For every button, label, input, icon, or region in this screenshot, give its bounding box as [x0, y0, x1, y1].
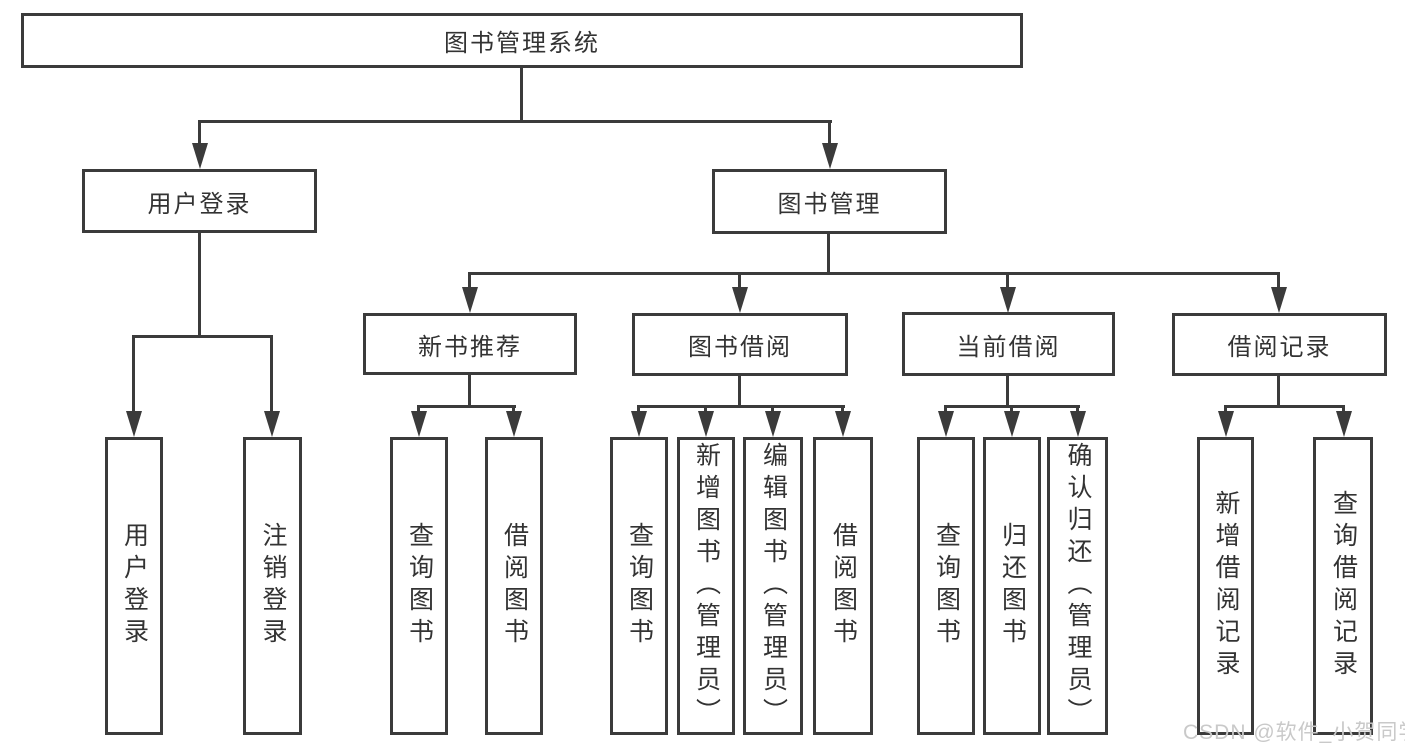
leaf-borrow-books: 借阅图书 [485, 437, 543, 735]
arrow-down-icon [411, 411, 427, 437]
leaf-label: 归还图书 [998, 522, 1027, 650]
leaf-label: 编辑图书（管理员） [759, 442, 788, 730]
connector-vline [828, 120, 831, 146]
connector-vline [198, 120, 201, 146]
leaf-label: 查询图书 [625, 522, 654, 650]
connector-vline [827, 234, 830, 272]
arrow-down-icon [1218, 411, 1234, 437]
node-new-book-recommend: 新书推荐 [363, 313, 577, 375]
leaf-label: 借阅图书 [829, 522, 858, 650]
arrow-down-icon [835, 411, 851, 437]
connector-hline [637, 405, 845, 408]
arrow-down-icon [506, 411, 522, 437]
arrow-down-icon [1070, 411, 1086, 437]
connector-vline [1076, 405, 1079, 415]
leaf-borrow-books-2: 借阅图书 [813, 437, 873, 735]
arrow-down-icon [822, 143, 838, 169]
arrow-down-icon [732, 287, 748, 313]
connector-vline [704, 405, 707, 415]
node-root: 图书管理系统 [21, 13, 1023, 68]
arrow-down-icon [264, 411, 280, 437]
leaf-label: 查询图书 [405, 522, 434, 650]
leaf-label: 新增借阅记录 [1212, 490, 1240, 682]
leaf-label: 注销登录 [259, 522, 287, 650]
leaf-logout: 注销登录 [243, 437, 302, 735]
node-book-management: 图书管理 [712, 169, 947, 234]
connector-vline [468, 375, 471, 405]
leaf-query-borrow-record: 查询借阅记录 [1313, 437, 1373, 735]
arrow-down-icon [1000, 287, 1016, 313]
connector-vline [1342, 405, 1345, 415]
node-borrow-records: 借阅记录 [1172, 313, 1387, 376]
arrow-down-icon [1336, 411, 1352, 437]
connector-vline [841, 405, 844, 415]
node-current-borrow: 当前借阅 [902, 312, 1115, 376]
arrow-down-icon [1271, 287, 1287, 313]
leaf-label: 新增图书（管理员） [692, 442, 721, 730]
leaf-label: 查询借阅记录 [1329, 490, 1358, 682]
leaf-query-books: 查询图书 [390, 437, 448, 735]
connector-vline [771, 405, 774, 415]
arrow-down-icon [631, 411, 647, 437]
leaf-label: 确认归还（管理员） [1064, 442, 1092, 730]
connector-hline [417, 405, 516, 408]
connector-vline [944, 405, 947, 415]
connector-vline [198, 233, 201, 335]
leaf-confirm-return-admin: 确认归还（管理员） [1047, 437, 1108, 735]
connector-vline [1277, 272, 1280, 290]
node-user-login: 用户登录 [82, 169, 317, 233]
arrow-down-icon [192, 143, 208, 169]
leaf-label: 用户登录 [120, 522, 149, 650]
arrow-down-icon [765, 411, 781, 437]
connector-vline [1224, 405, 1227, 415]
arrow-down-icon [1004, 411, 1020, 437]
leaf-user-login: 用户登录 [105, 437, 163, 735]
arrow-down-icon [462, 287, 478, 313]
arrow-down-icon [698, 411, 714, 437]
connector-vline [637, 405, 640, 415]
csdn-watermark: CSDN @软件_小贺同学 [1183, 721, 1405, 744]
arrow-down-icon [126, 411, 142, 437]
connector-vline [512, 405, 515, 415]
leaf-label: 查询图书 [932, 522, 961, 650]
arrow-down-icon [938, 411, 954, 437]
connector-vline [468, 272, 471, 290]
connector-hline [468, 272, 1280, 275]
connector-hline [198, 120, 832, 123]
connector-hline [1224, 405, 1345, 408]
connector-vline [132, 335, 135, 413]
node-book-borrow: 图书借阅 [632, 313, 848, 376]
leaf-label: 借阅图书 [500, 522, 529, 650]
connector-vline [1010, 405, 1013, 415]
connector-vline [738, 376, 741, 405]
connector-vline [1277, 376, 1280, 405]
leaf-add-book-admin: 新增图书（管理员） [677, 437, 735, 735]
leaf-edit-book-admin: 编辑图书（管理员） [743, 437, 803, 735]
leaf-return-book: 归还图书 [983, 437, 1041, 735]
connector-vline [417, 405, 420, 415]
connector-vline [738, 272, 741, 290]
leaf-query-books-3: 查询图书 [917, 437, 975, 735]
connector-hline [132, 335, 273, 338]
leaf-query-books-2: 查询图书 [610, 437, 668, 735]
connector-vline [1006, 272, 1009, 290]
connector-vline [520, 68, 523, 121]
leaf-add-borrow-record: 新增借阅记录 [1197, 437, 1254, 735]
connector-vline [1006, 376, 1009, 405]
connector-vline [270, 335, 273, 413]
